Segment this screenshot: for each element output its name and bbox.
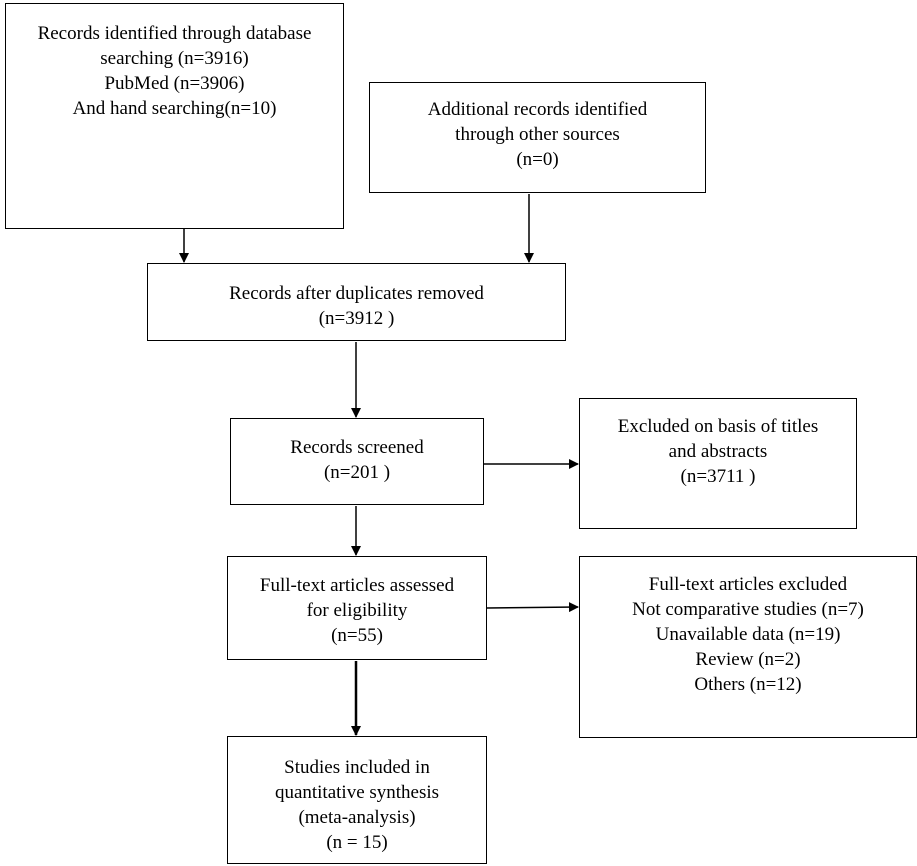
excluded-titles-line-1: Excluded on basis of titles	[617, 416, 819, 437]
studies-included-line-2: quantitative synthesis	[274, 782, 440, 803]
records-screened-box: Records screened (n=201 )	[230, 418, 484, 505]
duplicates-removed-line-1: Records after duplicates removed	[229, 283, 484, 304]
duplicates-removed-box: Records after duplicates removed (n=3912…	[147, 263, 566, 341]
studies-included-box: Studies included in quantitative synthes…	[227, 736, 487, 864]
records-identified-line-3: PubMed (n=3906)	[104, 73, 245, 94]
arrow-fulltext-to-excluded	[486, 602, 579, 613]
fulltext-excluded-line-4: Review (n=2)	[695, 649, 801, 670]
records-screened-line-1: Records screened	[290, 437, 424, 458]
fulltext-assessed-line-1: Full-text articles assessed	[259, 575, 455, 596]
excluded-titles-line-3: (n=3711 )	[680, 466, 756, 487]
studies-included-line-3: (meta-analysis)	[298, 807, 416, 828]
duplicates-removed-line-2: (n=3912 )	[318, 308, 395, 329]
fulltext-excluded-line-2: Not comparative studies (n=7)	[632, 599, 864, 620]
excluded-titles-abstracts-box: Excluded on basis of titles and abstract…	[579, 398, 857, 529]
fulltext-assessed-line-3: (n=55)	[331, 625, 383, 646]
records-identified-line-4: And hand searching(n=10)	[72, 98, 277, 119]
studies-included-line-4: (n = 15)	[326, 832, 388, 853]
records-identified-line-2: searching (n=3916)	[100, 48, 249, 69]
fulltext-assessed-box: Full-text articles assessed for eligibil…	[227, 556, 487, 660]
fulltext-excluded-box: Full-text articles excluded Not comparat…	[579, 556, 917, 738]
fulltext-excluded-line-3: Unavailable data (n=19)	[655, 624, 841, 645]
records-identified-line-1: Records identified through database	[37, 23, 312, 44]
additional-records-line-2: through other sources	[455, 124, 620, 145]
fulltext-assessed-line-2: for eligibility	[306, 600, 408, 621]
studies-included-line-1: Studies included in	[284, 757, 430, 778]
additional-records-line-3: (n=0)	[516, 149, 559, 170]
fulltext-excluded-line-5: Others (n=12)	[694, 674, 802, 695]
additional-records-box: Additional records identified through ot…	[369, 82, 706, 193]
additional-records-line-1: Additional records identified	[427, 99, 648, 120]
records-screened-line-2: (n=201 )	[323, 462, 391, 483]
fulltext-excluded-line-1: Full-text articles excluded	[648, 574, 848, 595]
records-identified-box: Records identified through database sear…	[5, 3, 344, 229]
excluded-titles-line-2: and abstracts	[668, 441, 768, 462]
